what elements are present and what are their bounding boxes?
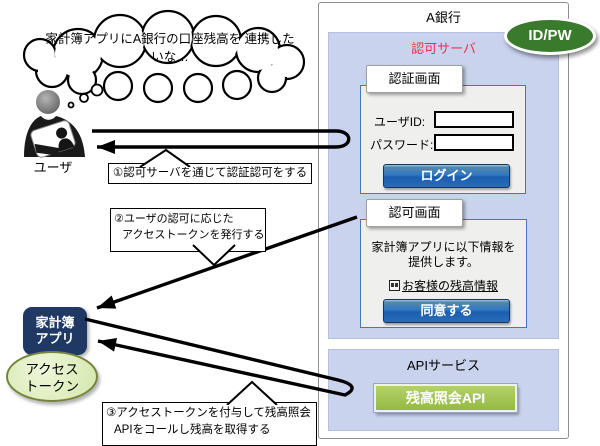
- password-input[interactable]: [434, 134, 514, 151]
- step2-pointer: [192, 244, 236, 267]
- thought-bubble-text: 家計簿アプリにA銀行の口座残高を 連携したいな…: [45, 30, 295, 66]
- step2-line2: アクセストークンを発行する: [122, 229, 265, 241]
- step1-pointer: [139, 148, 191, 167]
- idpw-badge: ID/PW: [504, 17, 596, 55]
- login-screen-label: 認証画面: [366, 65, 463, 93]
- access-token-node: アクセス トークン: [6, 351, 98, 402]
- step3-pointer: [226, 380, 278, 405]
- login-button[interactable]: ログイン: [383, 164, 510, 188]
- agree-button[interactable]: 同意する: [383, 299, 510, 323]
- token-node-line2: トークン: [25, 379, 79, 394]
- app-node-line1: 家計簿: [35, 315, 75, 330]
- arrow-api-roundtrip: [84, 317, 354, 397]
- consent-message-line2: 提供します。: [408, 255, 479, 269]
- api-service-title: APIサービス: [407, 358, 480, 373]
- password-label: パスワード:: [370, 138, 434, 152]
- user-icon: [24, 90, 85, 158]
- thought-dots: [67, 83, 104, 109]
- scope-checkbox-icon[interactable]: [388, 280, 400, 291]
- arrow-auth-roundtrip: [92, 129, 351, 154]
- step2-callout: ②ユーザの認可に応じた アクセストークンを発行する: [110, 208, 266, 252]
- step3-callout: ③アクセストークンを付与して残高照会 APIをコールし残高を取得する: [102, 402, 317, 446]
- api-service-section: APIサービス 残高照会API: [328, 349, 559, 431]
- user-id-input[interactable]: [434, 111, 514, 128]
- scope-item-label: お客様の残高情報: [401, 279, 498, 293]
- scope-row: お客様の残高情報: [361, 277, 526, 294]
- thought-line1: 家計簿アプリにA銀行の口座残高を: [45, 32, 242, 46]
- kakeibo-app-node: 家計簿 アプリ: [23, 307, 87, 355]
- step3-line2: APIをコールし残高を取得する: [114, 424, 271, 436]
- step1-text: ①認可サーバを通じて認証認可をする: [112, 167, 308, 179]
- app-node-line2: アプリ: [35, 331, 75, 346]
- step2-line1: ②ユーザの認可に応じた: [114, 213, 234, 225]
- bank-title: A銀行: [426, 10, 461, 25]
- consent-screen-label: 認可画面: [366, 199, 463, 227]
- step3-line1: ③アクセストークンを付与して残高照会: [106, 407, 311, 419]
- auth-server-section: 認可サーバ ユーザID: パスワード: ログイン 認証画面 家計簿アプリに以下情…: [328, 32, 559, 339]
- user-id-label: ユーザID:: [374, 115, 426, 129]
- user-label: ユーザ: [33, 160, 73, 175]
- step1-callout: ①認可サーバを通じて認証認可をする: [108, 163, 312, 184]
- login-screen: ユーザID: パスワード: ログイン: [360, 85, 526, 194]
- consent-screen: 家計簿アプリに以下情報を 提供します。 お客様の残高情報 同意する: [360, 219, 527, 328]
- bank-panel: A銀行 認可サーバ ユーザID: パスワード: ログイン 認証画面 家計簿アプリ…: [318, 2, 569, 439]
- consent-message-line1: 家計簿アプリに以下情報を: [371, 240, 516, 254]
- balance-inquiry-api-button[interactable]: 残高照会API: [374, 384, 517, 412]
- token-node-line1: アクセス: [25, 362, 79, 377]
- auth-server-title: 認可サーバ: [411, 41, 476, 56]
